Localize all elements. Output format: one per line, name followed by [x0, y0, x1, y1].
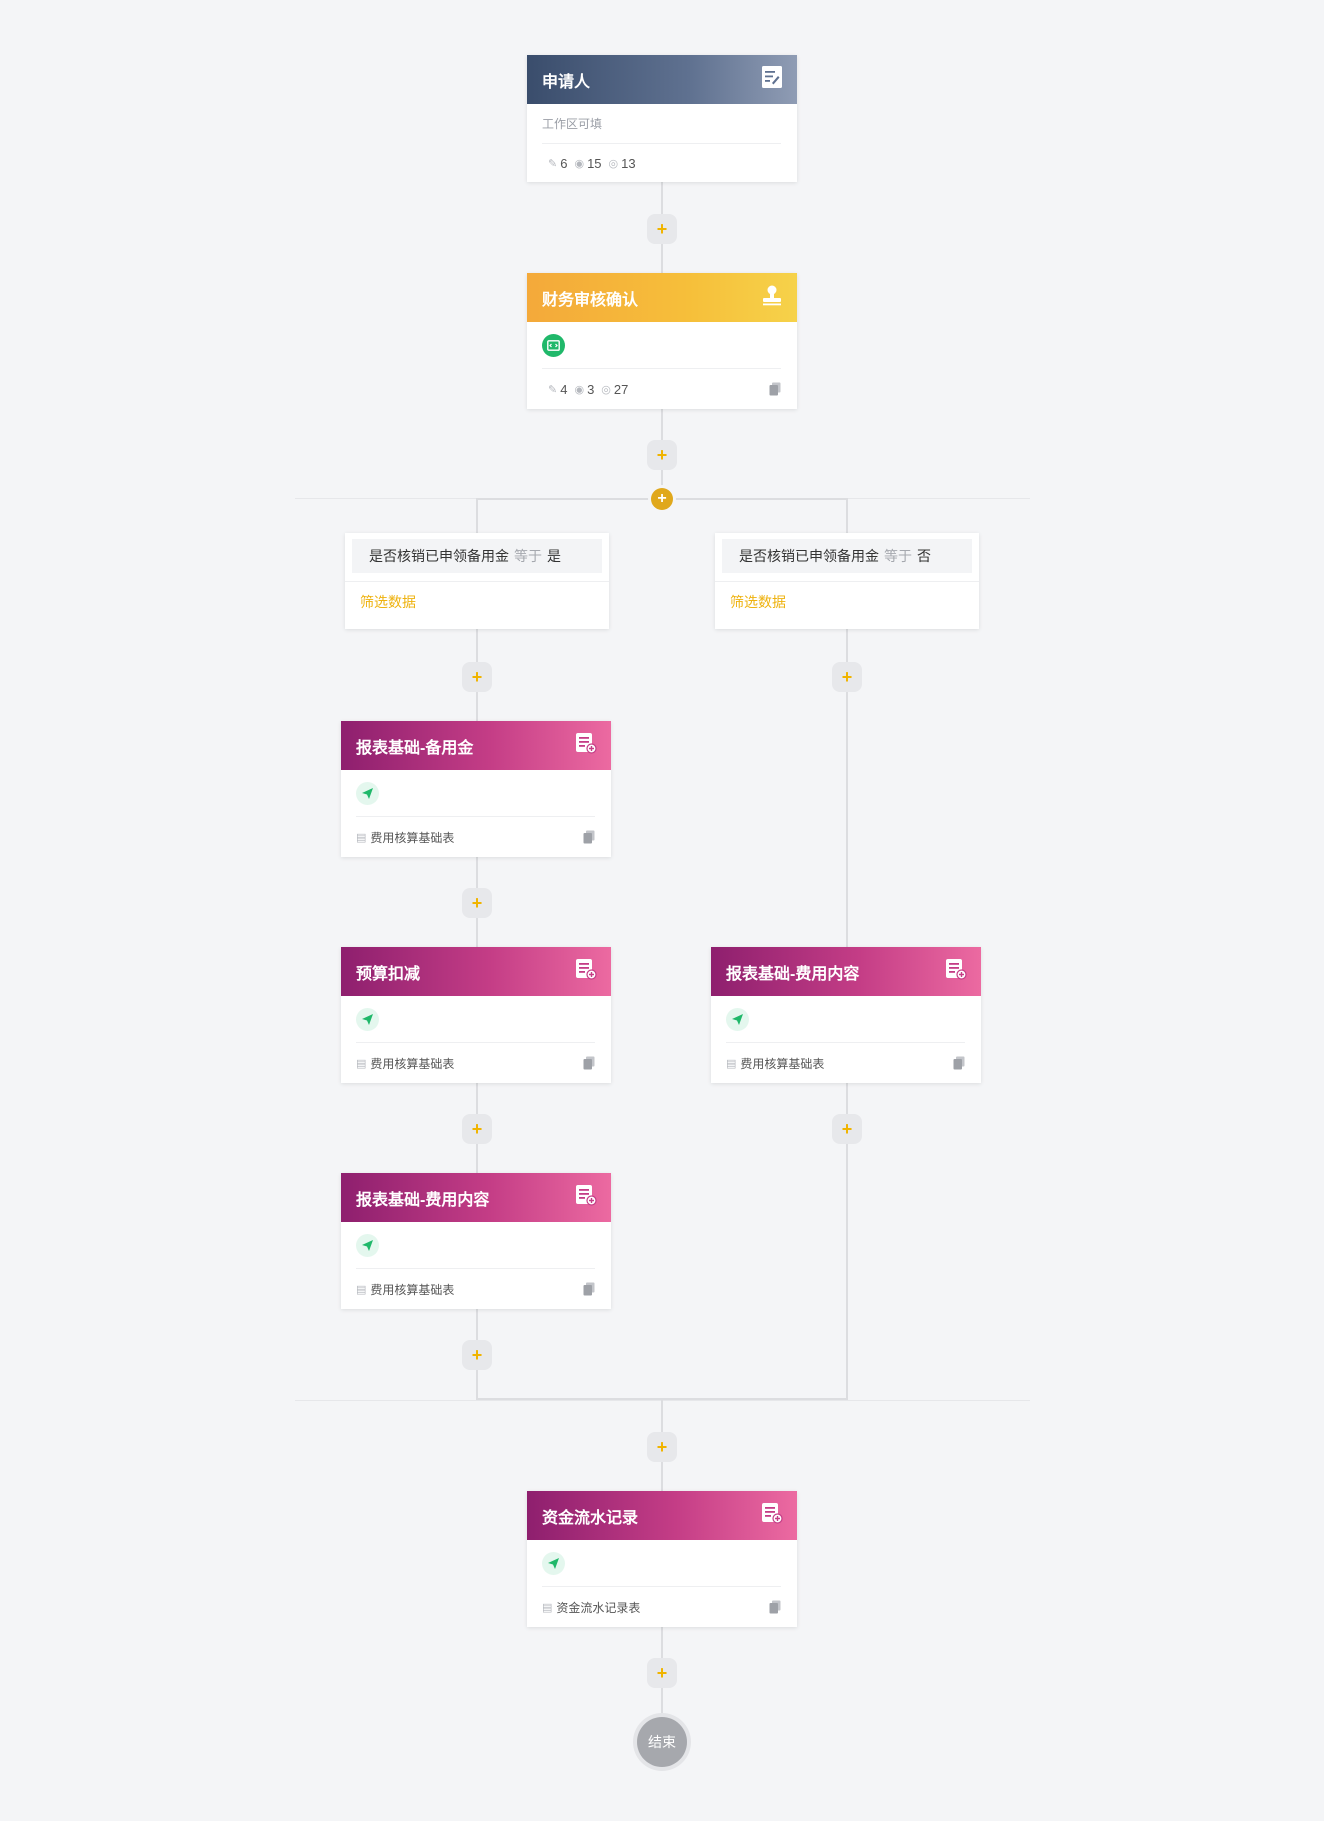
- add-node-button[interactable]: +: [462, 888, 492, 918]
- send-plane-icon: [356, 1007, 379, 1031]
- approver-stamp-icon: [761, 284, 783, 311]
- node-finance-review[interactable]: 财务审核确认 ✎4 ◉3 ◎27: [527, 273, 797, 409]
- node-title: 预算扣减: [356, 965, 421, 983]
- copy-icon[interactable]: [583, 1282, 595, 1296]
- data-table-add-icon: [575, 732, 597, 759]
- condition-expression: 是否核销已申领备用金 等于 否: [722, 539, 972, 573]
- add-node-button[interactable]: +: [832, 1114, 862, 1144]
- eye-icon: ◉: [574, 157, 585, 170]
- add-node-button[interactable]: +: [462, 1340, 492, 1370]
- copy-icon[interactable]: [953, 1056, 965, 1070]
- node-header: 报表基础-备用金: [341, 721, 611, 770]
- condition-expression: 是否核销已申领备用金 等于 是: [352, 539, 602, 573]
- connector: [846, 498, 848, 534]
- send-plane-icon: [726, 1007, 749, 1031]
- code-script-icon: [542, 333, 565, 357]
- node-header: 报表基础-费用内容: [341, 1173, 611, 1222]
- hidden-count: 27: [613, 381, 629, 397]
- data-table-add-icon: [575, 1184, 597, 1211]
- branch-condition-left[interactable]: 是否核销已申领备用金 等于 是 筛选数据: [345, 533, 609, 629]
- node-header: 申请人: [527, 55, 797, 104]
- add-node-button[interactable]: +: [647, 1432, 677, 1462]
- pencil-icon: ✎: [548, 157, 558, 170]
- node-title: 报表基础-费用内容: [726, 965, 860, 983]
- pencil-icon: ✎: [548, 383, 558, 396]
- table-icon: ▤: [356, 1283, 367, 1296]
- data-table-add-icon: [761, 1502, 783, 1529]
- send-plane-icon: [356, 1233, 379, 1257]
- copy-icon[interactable]: [769, 382, 781, 396]
- add-node-button[interactable]: +: [647, 440, 677, 470]
- node-report-expense-left[interactable]: 报表基础-费用内容 ▤费用核算基础表: [341, 1173, 611, 1309]
- condition-operator: 等于: [884, 548, 912, 564]
- node-header: 预算扣减: [341, 947, 611, 996]
- table-name: 费用核算基础表: [370, 1056, 455, 1071]
- add-node-button[interactable]: +: [462, 1114, 492, 1144]
- eye-off-icon: ◎: [608, 157, 619, 170]
- copy-icon[interactable]: [583, 830, 595, 844]
- view-count: 15: [587, 155, 602, 171]
- condition-value: 否: [917, 548, 931, 564]
- condition-value: 是: [547, 548, 561, 564]
- table-icon: ▤: [542, 1601, 553, 1614]
- node-title: 财务审核确认: [542, 291, 639, 309]
- table-name: 费用核算基础表: [740, 1056, 825, 1071]
- end-label: 结束: [648, 1734, 676, 1750]
- eye-off-icon: ◎: [601, 383, 611, 396]
- table-icon: ▤: [726, 1057, 737, 1070]
- table-name: 费用核算基础表: [370, 830, 455, 845]
- node-report-expense-right[interactable]: 报表基础-费用内容 ▤费用核算基础表: [711, 947, 981, 1083]
- view-count: 3: [587, 381, 595, 397]
- add-node-button[interactable]: +: [462, 662, 492, 692]
- condition-operator: 等于: [514, 548, 542, 564]
- branch-condition-right[interactable]: 是否核销已申领备用金 等于 否 筛选数据: [715, 533, 979, 629]
- edit-count: 6: [560, 155, 568, 171]
- node-applicant[interactable]: 申请人 工作区可填 ✎6 ◉15 ◎13: [527, 55, 797, 182]
- node-budget-deduct[interactable]: 预算扣减 ▤费用核算基础表: [341, 947, 611, 1083]
- add-node-button[interactable]: +: [647, 214, 677, 244]
- end-node: 结束: [637, 1717, 687, 1767]
- form-edit-icon: [761, 65, 783, 94]
- filter-data-link[interactable]: 筛选数据: [730, 593, 786, 610]
- data-table-add-icon: [945, 958, 967, 985]
- table-icon: ▤: [356, 831, 367, 844]
- table-icon: ▤: [356, 1057, 367, 1070]
- hidden-count: 13: [621, 155, 636, 171]
- copy-icon[interactable]: [769, 1600, 781, 1614]
- node-header: 财务审核确认: [527, 273, 797, 322]
- node-title: 报表基础-备用金: [356, 739, 474, 757]
- node-title: 报表基础-费用内容: [356, 1191, 490, 1209]
- node-title: 资金流水记录: [542, 1509, 639, 1527]
- add-node-button[interactable]: +: [832, 662, 862, 692]
- table-name: 资金流水记录表: [556, 1600, 641, 1615]
- filter-data-link[interactable]: 筛选数据: [360, 593, 416, 610]
- copy-icon[interactable]: [583, 1056, 595, 1070]
- connector: [476, 498, 478, 534]
- node-header: 资金流水记录: [527, 1491, 797, 1540]
- condition-field: 是否核销已申领备用金: [369, 548, 509, 564]
- connector: [846, 628, 848, 948]
- node-header: 报表基础-费用内容: [711, 947, 981, 996]
- table-name: 费用核算基础表: [370, 1282, 455, 1297]
- send-plane-icon: [356, 781, 379, 805]
- send-plane-icon: [542, 1551, 565, 1575]
- add-branch-button[interactable]: +: [651, 488, 673, 510]
- eye-icon: ◉: [574, 383, 585, 396]
- node-hint: 工作区可填: [542, 117, 603, 131]
- edit-count: 4: [560, 381, 568, 397]
- connector: [846, 1082, 848, 1400]
- add-node-button[interactable]: +: [647, 1658, 677, 1688]
- node-report-reserve[interactable]: 报表基础-备用金 ▤费用核算基础表: [341, 721, 611, 857]
- data-table-add-icon: [575, 958, 597, 985]
- condition-field: 是否核销已申领备用金: [739, 548, 879, 564]
- node-title: 申请人: [542, 73, 591, 91]
- node-fund-flow[interactable]: 资金流水记录 ▤资金流水记录表: [527, 1491, 797, 1627]
